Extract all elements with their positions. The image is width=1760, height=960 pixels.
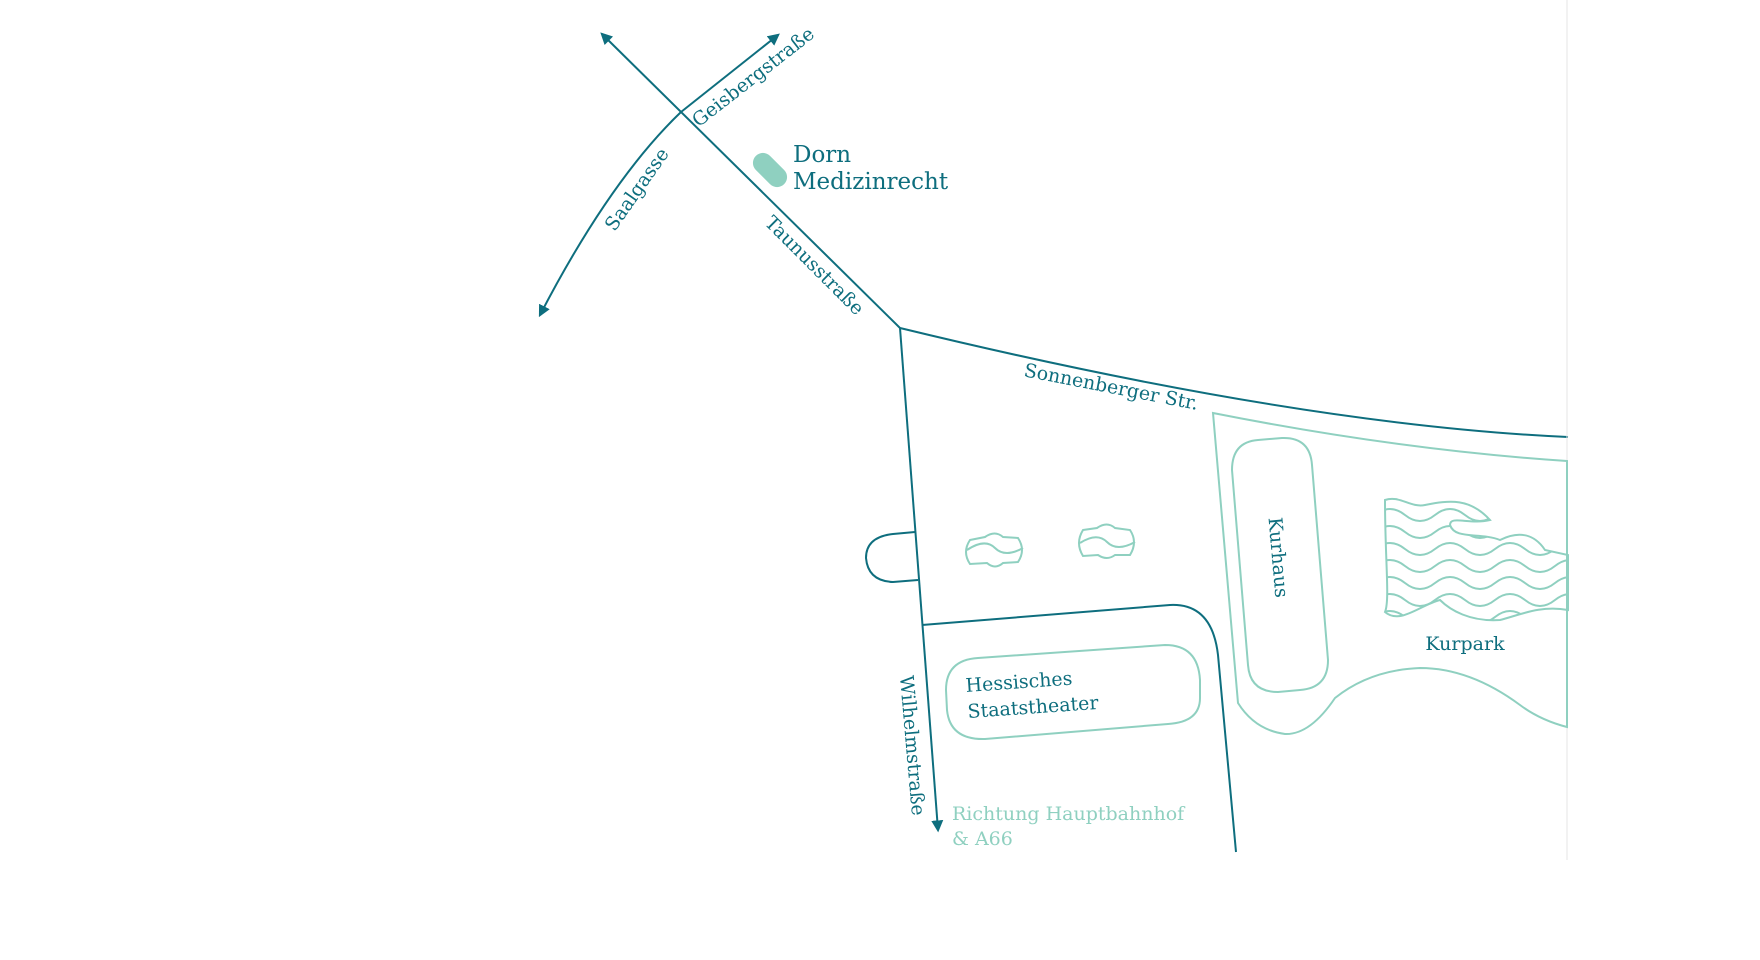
street-label-geisbergstrasse: Geisbergstraße xyxy=(688,23,819,132)
kurpark-outline xyxy=(1211,411,1568,736)
fountain-icon xyxy=(1078,523,1136,559)
direction-label-line1: Richtung Hauptbahnhof xyxy=(952,803,1186,825)
wilhelmstrasse-road xyxy=(899,327,944,833)
street-label-saalgasse: Saalgasse xyxy=(601,144,674,235)
location-name-line1: Dorn xyxy=(793,142,851,168)
geisbergstrasse-road xyxy=(680,33,780,113)
direction-label-line2: & A66 xyxy=(952,828,1013,850)
sonnenberger-road xyxy=(899,327,1569,438)
taunusstrasse-road xyxy=(600,32,901,329)
theater-block-road xyxy=(921,603,1237,853)
side-loop-road xyxy=(864,531,919,584)
place-label-kurpark: Kurpark xyxy=(1425,633,1505,655)
kurhaus-building xyxy=(1230,436,1330,694)
fountain-icon xyxy=(965,532,1024,568)
street-label-sonnenberger: Sonnenberger Str. xyxy=(1022,359,1200,414)
place-label-theater-line2: Staatstheater xyxy=(967,692,1100,723)
theater-building xyxy=(944,643,1201,741)
place-label-theater-line1: Hessisches xyxy=(965,668,1073,697)
location-name-line2: Medizinrecht xyxy=(793,169,949,195)
place-label-kurhaus: Kurhaus xyxy=(1264,516,1293,598)
saalgasse-road xyxy=(538,111,682,318)
street-label-taunusstrasse: Taunusstraße xyxy=(760,212,868,320)
street-label-wilhelmstrasse: Wilhelmstraße xyxy=(895,674,929,816)
location-pin-icon xyxy=(752,152,788,188)
lake-icon xyxy=(1383,497,1569,622)
